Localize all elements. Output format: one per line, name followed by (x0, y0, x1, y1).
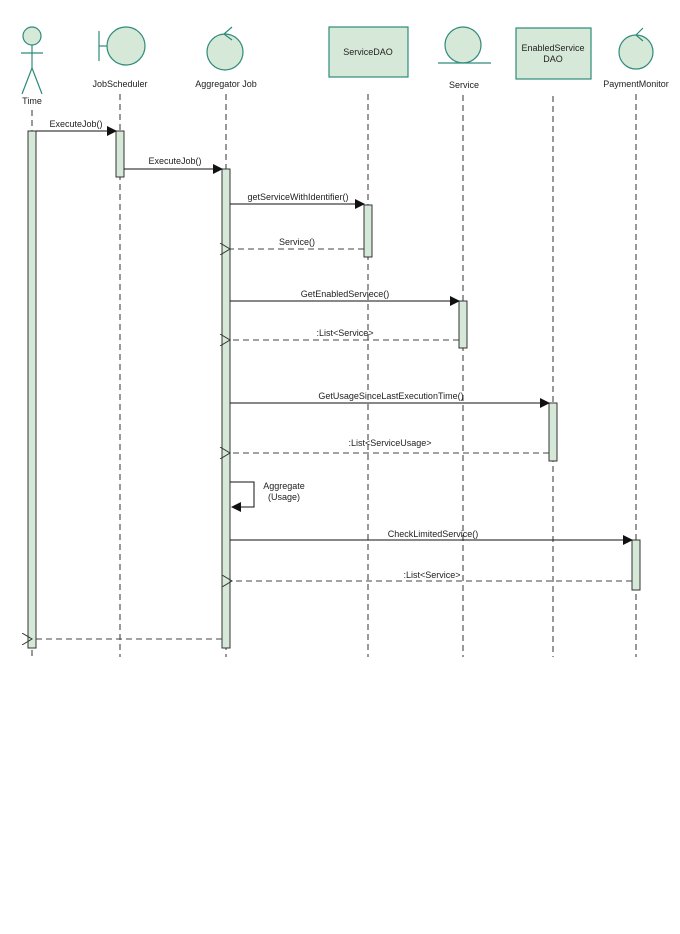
activation-service (458, 300, 468, 349)
object-box (328, 26, 409, 78)
message-label: ExecuteJob() (148, 156, 201, 166)
participant-paymentmonitor[interactable]: PaymentMonitor (603, 27, 669, 89)
message-checklimitedservice[interactable]: CheckLimitedService() (230, 529, 633, 545)
lifelines (31, 94, 637, 657)
message-return-service[interactable]: Service() (230, 237, 364, 249)
activations (27, 130, 641, 649)
entity-icon (438, 26, 491, 64)
message-label: GetUsageSinceLastExecutionTime() (318, 391, 463, 401)
activation-time (27, 130, 37, 649)
participant-aggregatorjob[interactable]: Aggregator Job (195, 26, 257, 89)
participant-label: ServiceDAO (343, 47, 393, 57)
participant-time[interactable]: Time (21, 26, 43, 106)
message-return-list-service[interactable]: :List<Service> (230, 328, 459, 340)
participant-label-line1: EnabledService (521, 43, 584, 53)
object-box (515, 27, 592, 80)
message-label: ExecuteJob() (49, 119, 102, 129)
participant-service[interactable]: Service (438, 26, 491, 90)
message-return-list-serviceusage[interactable]: :List<ServiceUsage> (230, 438, 549, 453)
activation-aggregatorjob (221, 168, 231, 649)
activation-servicedao (363, 204, 373, 258)
message-label-line1: Aggregate (263, 481, 305, 491)
participant-enabledservicedao[interactable]: EnabledService DAO (515, 27, 592, 80)
message-label-line2: (Usage) (268, 492, 300, 502)
message-getservicewithidentifier[interactable]: getServiceWithIdentifier() (230, 192, 365, 209)
participant-label: Time (22, 96, 42, 106)
message-getenabledserviece[interactable]: GetEnabledServiece() (230, 289, 460, 306)
control-icon (618, 27, 654, 70)
message-getusagesincelastexecutiontime[interactable]: GetUsageSinceLastExecutionTime() (230, 391, 550, 408)
control-icon (206, 26, 244, 71)
message-label: :List<Service> (316, 328, 373, 338)
participant-label: Aggregator Job (195, 79, 257, 89)
activation-jobscheduler (115, 130, 125, 178)
message-executejob-2[interactable]: ExecuteJob() (124, 156, 223, 174)
actor-icon (21, 26, 43, 95)
participant-servicedao[interactable]: ServiceDAO (328, 26, 409, 78)
message-label: getServiceWithIdentifier() (247, 192, 348, 202)
message-executejob-1[interactable]: ExecuteJob() (36, 119, 117, 136)
message-label: Service() (279, 237, 315, 247)
participant-label: PaymentMonitor (603, 79, 669, 89)
message-label: :List<Service> (403, 570, 460, 580)
message-aggregate-usage[interactable]: Aggregate (Usage) (230, 481, 305, 512)
message-label: :List<ServiceUsage> (348, 438, 431, 448)
activation-paymentmonitor (631, 539, 641, 591)
participant-jobscheduler[interactable]: JobScheduler (92, 26, 148, 89)
participant-label: Service (449, 80, 479, 90)
participant-label: JobScheduler (92, 79, 147, 89)
boundary-icon (98, 26, 146, 66)
message-return-list-service-2[interactable]: :List<Service> (232, 570, 632, 581)
activation-enabledservicedao (548, 402, 558, 462)
participant-label-line2: DAO (543, 54, 563, 64)
message-label: GetEnabledServiece() (301, 289, 390, 299)
message-label: CheckLimitedService() (388, 529, 479, 539)
